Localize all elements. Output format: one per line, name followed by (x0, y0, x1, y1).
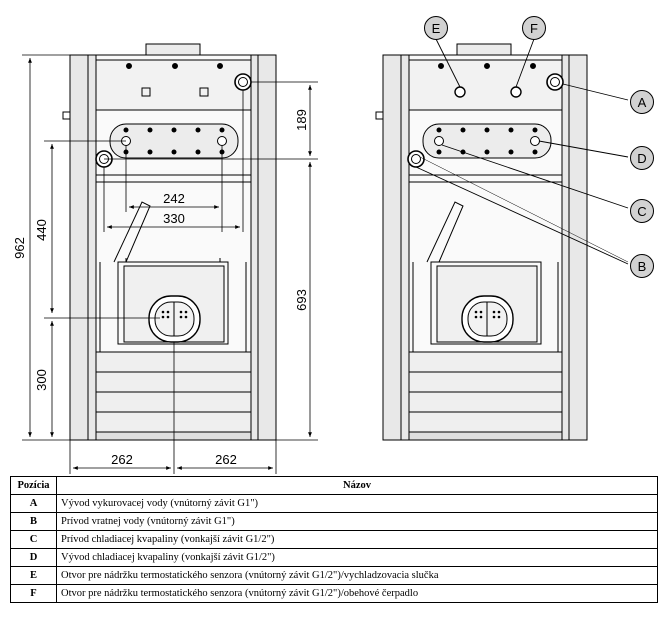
dim-upper-height: 440 (34, 219, 49, 241)
dim-lower-height: 300 (34, 369, 49, 391)
dim-bottom-left: 262 (111, 452, 133, 467)
dim-spacing-330: 330 (163, 211, 185, 226)
marker-b: B (630, 254, 654, 278)
marker-a: A (630, 90, 654, 114)
connections-table: Pozícia Názov A Vývod vykurovacej vody (… (10, 476, 658, 603)
table-row: D Vývod chladiacej kvapaliny (vonkajší z… (10, 548, 658, 567)
dimension-labels: 962 440 300 189 693 242 330 262 262 (12, 109, 309, 467)
marker-a-label: A (638, 95, 647, 110)
marker-bubbles: E F A D C B (424, 16, 654, 278)
table-row: A Vývod vykurovacej vody (vnútorný závit… (10, 494, 658, 513)
marker-c: C (630, 199, 654, 223)
table-row: F Otvor pre nádržku termostatického senz… (10, 584, 658, 603)
row-name: Prívod chladiacej kvapaliny (vonkajší zá… (56, 530, 658, 549)
table-row: B Prívod vratnej vody (vnútorný závit G1… (10, 512, 658, 531)
marker-d: D (630, 146, 654, 170)
row-code: A (10, 494, 57, 513)
dim-spacing-242: 242 (163, 191, 185, 206)
row-code: D (10, 548, 57, 567)
row-name: Vývod vykurovacej vody (vnútorný závit G… (56, 494, 658, 513)
header-name: Názov (56, 476, 658, 495)
row-name: Otvor pre nádržku termostatického senzor… (56, 566, 658, 585)
marker-d-label: D (637, 151, 646, 166)
left-view-dimensions (22, 54, 318, 474)
marker-f-label: F (530, 21, 538, 36)
dim-bottom-right: 262 (215, 452, 237, 467)
marker-c-label: C (637, 204, 646, 219)
row-name: Otvor pre nádržku termostatického senzor… (56, 584, 658, 603)
dim-right-height: 693 (294, 289, 309, 311)
dim-top-offset: 189 (294, 109, 309, 131)
row-code: B (10, 512, 57, 531)
table-row: E Otvor pre nádržku termostatického senz… (10, 566, 658, 585)
marker-leaders (415, 38, 629, 265)
row-name: Vývod chladiacej kvapaliny (vonkajší záv… (56, 548, 658, 567)
row-code: C (10, 530, 57, 549)
marker-e-label: E (432, 21, 441, 36)
right-front-view (375, 43, 588, 441)
marker-b-label: B (638, 259, 647, 274)
marker-e: E (424, 16, 448, 40)
left-front-view (62, 43, 277, 441)
row-code: F (10, 584, 57, 603)
row-name: Prívod vratnej vody (vnútorný závit G1") (56, 512, 658, 531)
dim-total-height: 962 (12, 237, 27, 259)
marker-f: F (522, 16, 546, 40)
table-header-row: Pozícia Názov (10, 476, 658, 495)
header-position: Pozícia (10, 476, 57, 495)
technical-drawing: 962 440 300 189 693 242 330 262 262 (12, 16, 654, 474)
row-code: E (10, 566, 57, 585)
table-row: C Prívod chladiacej kvapaliny (vonkajší … (10, 530, 658, 549)
